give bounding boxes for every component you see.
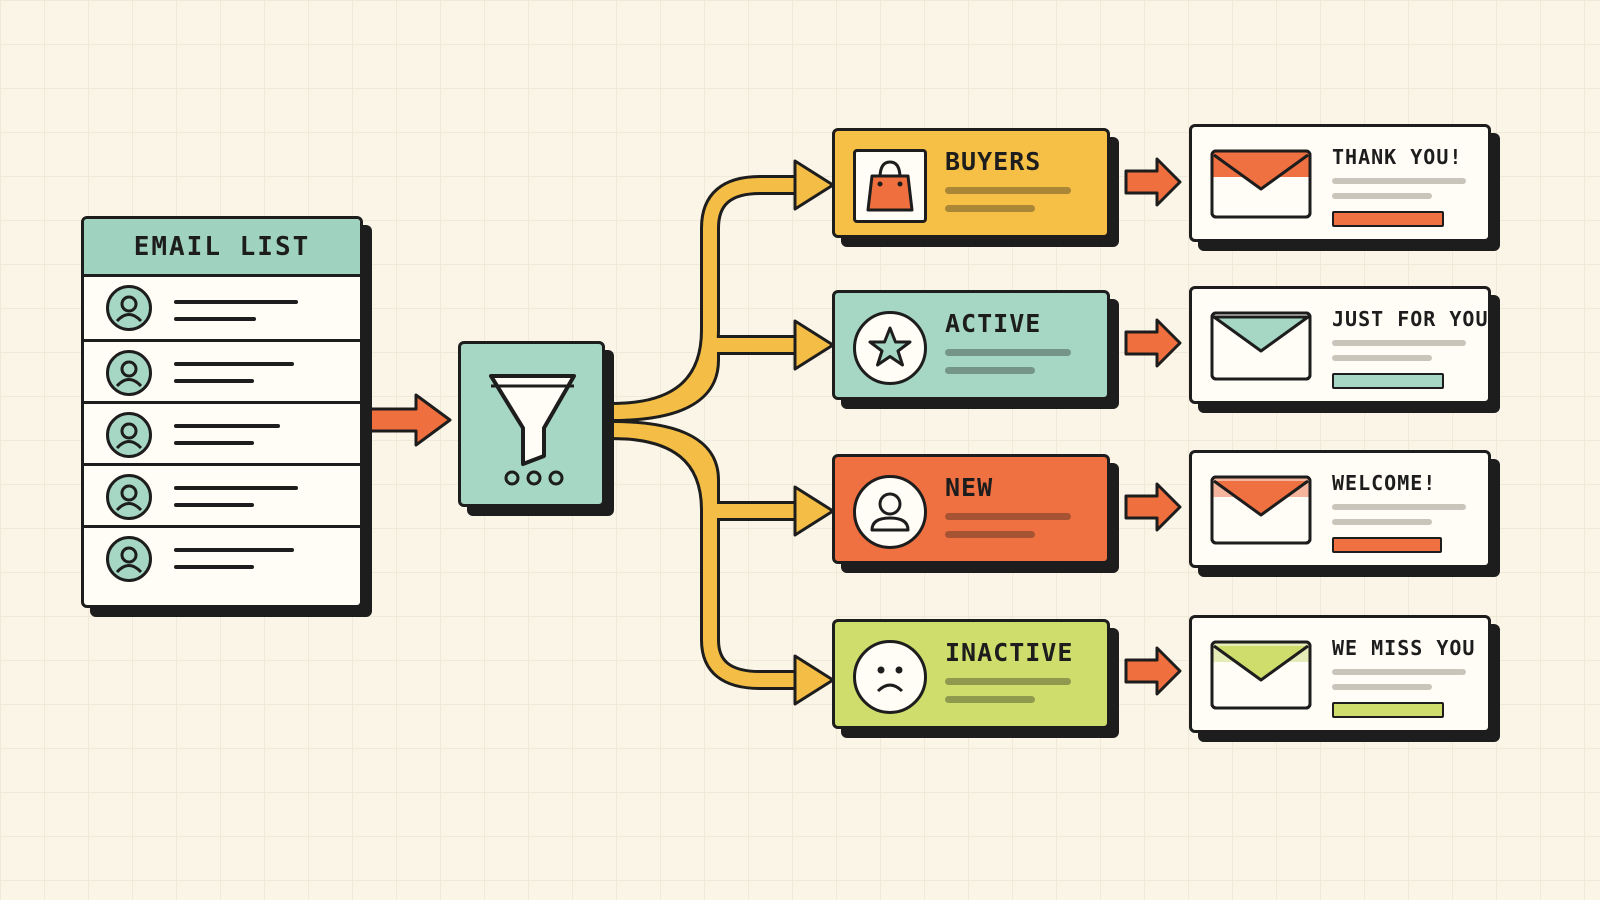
email-card-we-miss-you[interactable]: WE MISS YOU — [1189, 615, 1491, 733]
list-item[interactable] — [84, 463, 360, 525]
user-avatar-icon — [106, 536, 152, 582]
email-list-panel: EMAIL LIST — [81, 216, 363, 608]
segment-active[interactable]: ACTIVE — [832, 290, 1110, 400]
arrowhead-buyers — [793, 159, 835, 211]
email-title: WE MISS YOU — [1332, 636, 1476, 660]
arrowhead-active — [793, 319, 835, 371]
list-item[interactable] — [84, 401, 360, 463]
segment-title: ACTIVE — [945, 309, 1042, 338]
segment-inactive[interactable]: INACTIVE — [832, 619, 1110, 729]
segment-new[interactable]: NEW — [832, 454, 1110, 564]
funnel-icon — [489, 374, 576, 486]
envelope-icon — [1210, 149, 1312, 219]
email-list-title: EMAIL LIST — [84, 219, 360, 277]
email-card-just-for-you[interactable]: JUST FOR YOU — [1189, 286, 1491, 404]
envelope-icon — [1210, 475, 1312, 545]
envelope-icon — [1210, 311, 1312, 381]
user-avatar-icon — [106, 474, 152, 520]
email-title: WELCOME! — [1332, 471, 1437, 495]
segment-title: INACTIVE — [945, 638, 1074, 667]
envelope-icon — [1210, 640, 1312, 710]
segment-title: NEW — [945, 473, 994, 502]
segment-buyers[interactable]: BUYERS — [832, 128, 1110, 238]
list-item[interactable] — [84, 277, 360, 339]
segment-title: BUYERS — [945, 147, 1042, 176]
email-title: THANK YOU! — [1332, 145, 1463, 169]
sad-face-icon — [853, 640, 927, 714]
email-cta-button[interactable] — [1332, 702, 1444, 718]
list-item[interactable] — [84, 525, 360, 587]
email-cta-button[interactable] — [1332, 211, 1444, 227]
shopping-bag-icon — [853, 149, 927, 223]
list-item[interactable] — [84, 339, 360, 401]
filter-box[interactable] — [458, 341, 605, 507]
arrowhead-new — [793, 485, 835, 537]
user-avatar-icon — [106, 412, 152, 458]
user-icon — [853, 475, 927, 549]
email-cta-button[interactable] — [1332, 373, 1444, 389]
email-cta-button[interactable] — [1332, 537, 1442, 553]
email-title: JUST FOR YOU — [1332, 307, 1489, 331]
email-card-thank-you[interactable]: THANK YOU! — [1189, 124, 1491, 242]
star-icon — [853, 311, 927, 385]
user-avatar-icon — [106, 285, 152, 331]
user-avatar-icon — [106, 350, 152, 396]
list-to-filter-arrow — [367, 393, 452, 447]
email-card-welcome[interactable]: WELCOME! — [1189, 450, 1491, 568]
arrowhead-inactive — [793, 654, 835, 706]
